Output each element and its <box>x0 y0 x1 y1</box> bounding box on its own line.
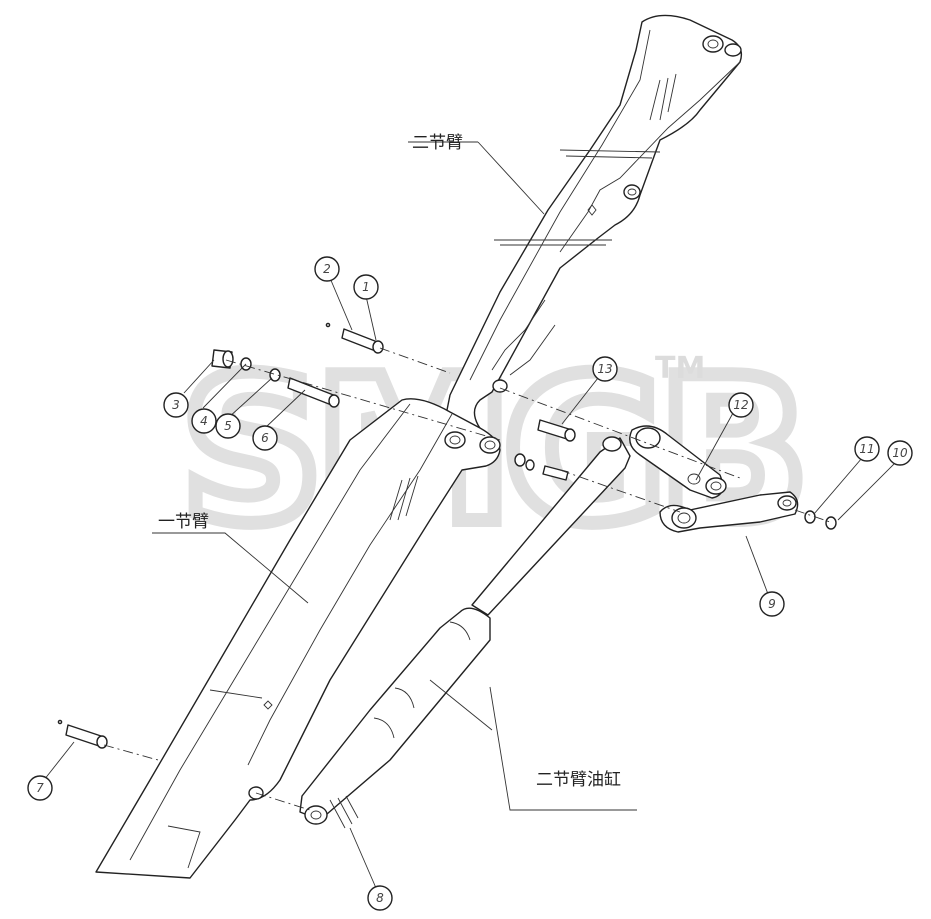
centerlines <box>103 347 831 811</box>
svg-text:9: 9 <box>768 597 776 611</box>
svg-text:10: 10 <box>892 446 908 460</box>
svg-text:4: 4 <box>200 414 208 428</box>
balloon-3: 3 <box>163 392 189 418</box>
balloon-10: 10 <box>887 440 913 466</box>
label-first-arm: 一节臂 <box>158 512 209 532</box>
svg-text:8: 8 <box>376 891 384 905</box>
second-arm-body <box>444 14 743 441</box>
svg-text:5: 5 <box>224 419 232 433</box>
svg-text:13: 13 <box>597 362 612 376</box>
balloon-6: 6 <box>252 425 278 451</box>
pins-and-washers <box>57 322 576 749</box>
watermark-trademark: TM <box>655 351 705 386</box>
svg-text:12: 12 <box>733 398 748 412</box>
balloon-1: 1 <box>353 274 379 300</box>
leader-lines <box>43 141 897 889</box>
label-second-arm-cylinder: 二节臂油缸 <box>536 769 621 790</box>
balloon-13: 13 <box>592 356 618 382</box>
balloon-12: 12 <box>728 392 754 418</box>
balloon-11: 11 <box>854 436 880 462</box>
part-labels: 二节臂 一节臂 二节臂油缸 <box>158 133 621 790</box>
svg-text:11: 11 <box>859 442 874 456</box>
balloon-2: 2 <box>314 256 340 282</box>
balloon-8: 8 <box>367 885 393 911</box>
balloon-4: 4 <box>191 408 217 434</box>
callout-balloons: 1 2 3 4 5 6 7 8 9 10 11 12 13 <box>27 256 913 911</box>
svg-text:3: 3 <box>172 398 180 412</box>
svg-text:6: 6 <box>261 431 269 445</box>
links <box>629 425 837 533</box>
svg-text:1: 1 <box>362 280 370 294</box>
label-second-arm: 二节臂 <box>412 133 463 153</box>
balloon-9: 9 <box>759 591 785 617</box>
second-arm-cylinder-body <box>299 436 631 829</box>
svg-text:2: 2 <box>323 262 331 276</box>
balloon-5: 5 <box>215 413 241 439</box>
balloon-7: 7 <box>27 775 53 801</box>
svg-text:7: 7 <box>36 781 44 795</box>
